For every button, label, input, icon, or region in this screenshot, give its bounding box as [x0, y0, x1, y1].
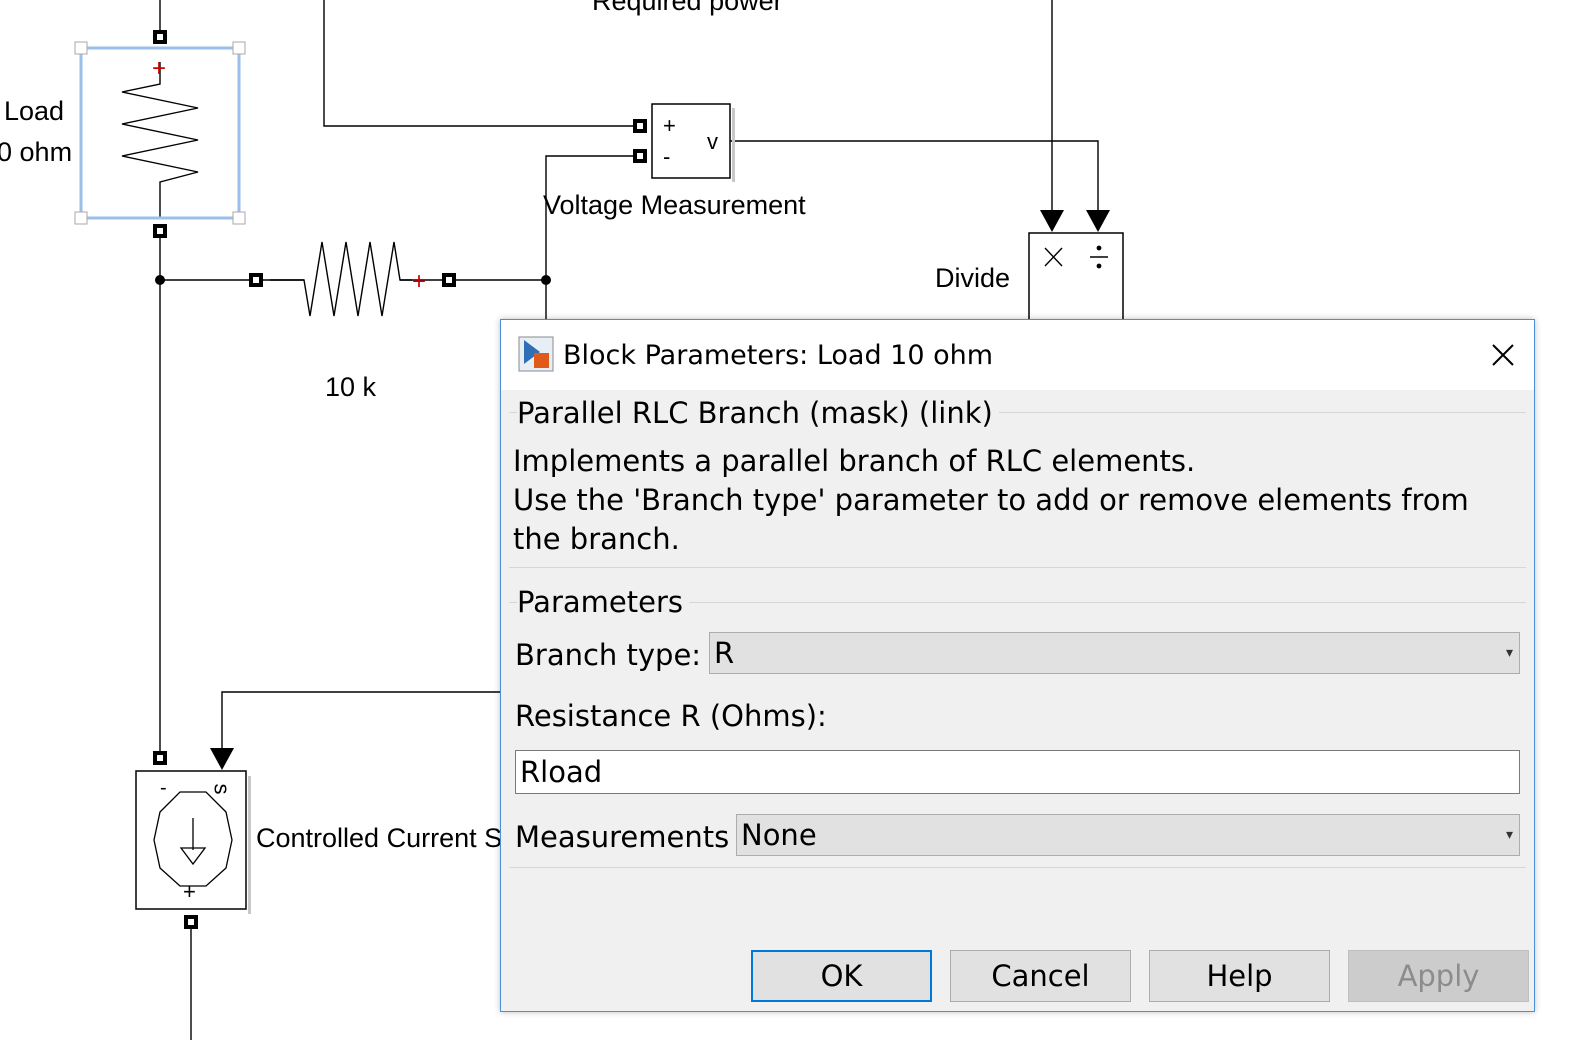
- dialog-title: Block Parameters: Load 10 ohm: [563, 340, 994, 371]
- description-line-2: Use the 'Branch type' parameter to add o…: [513, 483, 1469, 556]
- wire-control-signal: [221, 691, 500, 752]
- wire-vm-out: [730, 140, 1099, 210]
- close-icon[interactable]: [1480, 332, 1526, 378]
- arrow-divide-in1: [1040, 210, 1064, 232]
- resistance-input[interactable]: Rload: [515, 750, 1520, 794]
- help-button[interactable]: Help: [1149, 950, 1330, 1002]
- dialog-titlebar[interactable]: Block Parameters: Load 10 ohm: [501, 320, 1534, 390]
- junction-node: [541, 275, 551, 285]
- measurements-label: Measurements: [515, 820, 730, 854]
- apply-button[interactable]: Apply: [1348, 950, 1529, 1002]
- resistance-label: Resistance R (Ohms):: [515, 699, 827, 733]
- app-icon: [518, 336, 554, 372]
- load-block-selection: [79, 46, 241, 220]
- resistor-10k-symbol: [270, 241, 412, 317]
- divide-label: Divide: [935, 263, 1011, 293]
- current-source-symbol: [153, 791, 233, 887]
- dropdown-caret-icon: ▾: [1505, 827, 1513, 843]
- parameters-header: Parameters: [517, 585, 689, 619]
- branch-type-value: R: [714, 636, 735, 670]
- required-power-label: Required power: [592, 0, 783, 16]
- svg-text:+: +: [412, 268, 426, 295]
- ok-button[interactable]: OK: [751, 950, 932, 1002]
- divide-block: [1028, 232, 1124, 324]
- mask-header: Parallel RLC Branch (mask) (link): [517, 396, 999, 430]
- vm-minus-label: -: [663, 144, 671, 169]
- wire-required-power: [323, 0, 640, 127]
- vm-plus-label: +: [663, 113, 676, 138]
- mask-description: Implements a parallel branch of RLC elem…: [513, 442, 1523, 559]
- arrow-cs-input: [210, 748, 234, 770]
- cs-minus-label: -: [160, 777, 167, 799]
- arrow-divide-in2: [1086, 210, 1110, 232]
- description-line-1: Implements a parallel branch of RLC elem…: [513, 444, 1196, 478]
- cs-plus-label: +: [183, 879, 196, 904]
- wire-vm-minus: [545, 155, 640, 319]
- load-block-label-1: Load: [4, 96, 65, 126]
- dropdown-caret-icon: ▾: [1505, 645, 1513, 661]
- voltage-measurement-block: [651, 103, 731, 179]
- vm-out-label: v: [707, 129, 718, 154]
- junction-node: [155, 275, 165, 285]
- load-resistor-symbol: [121, 62, 199, 218]
- svg-text:+: +: [152, 55, 166, 82]
- measurements-value: None: [741, 818, 817, 852]
- current-arrow-icon: [179, 818, 207, 866]
- measurements-dropdown[interactable]: None ▾: [736, 814, 1520, 856]
- branch-type-label: Branch type:: [515, 638, 702, 672]
- resistor-10k-label: 10 k: [325, 372, 377, 402]
- load-block-label-2: 10 ohm: [0, 137, 73, 167]
- multiply-icon: [1044, 247, 1063, 267]
- block-parameters-dialog: Block Parameters: Load 10 ohm Parallel R…: [500, 319, 1535, 1012]
- voltage-measurement-label: Voltage Measurement: [543, 190, 806, 220]
- cancel-button[interactable]: Cancel: [950, 950, 1131, 1002]
- branch-type-dropdown[interactable]: R ▾: [709, 632, 1520, 674]
- cs-s-label: s: [209, 783, 235, 795]
